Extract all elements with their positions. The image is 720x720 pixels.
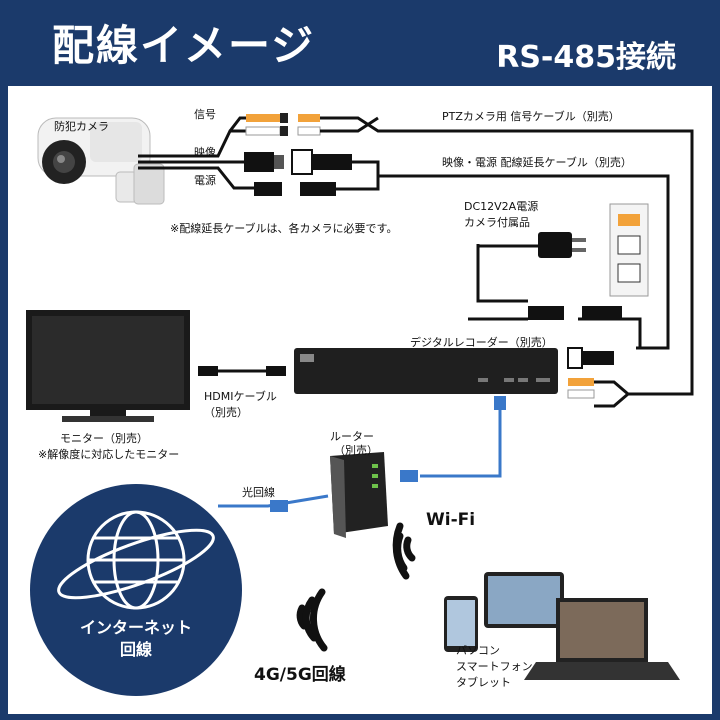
video-label: 映像 [194,146,216,159]
internet-globe [30,484,242,696]
hdmi-label-2: （別売） [204,406,248,419]
ptz-cable-label: PTZカメラ用 信号ケーブル（別売） [442,110,620,123]
lan-plug-icon [400,470,418,482]
adapter-label-2: カメラ付属品 [464,216,530,229]
video-bnc-icon [244,149,352,175]
devices-label-1: パソコン [456,644,500,657]
lan-plug-icon [494,396,506,410]
signal-connector-icon [245,113,288,136]
recorder-label: デジタルレコーダー（別売） [410,336,553,349]
monitor-label-1: モニター（別売） [60,432,148,445]
page-subtitle: RS-485接続 [496,40,676,75]
camera-label: 防犯カメラ [54,120,109,133]
devices-label-2: スマートフォン [456,660,533,673]
monitor-label-2: ※解像度に対応したモニター [38,448,180,461]
mobile-label: 4G/5G回線 [254,665,346,685]
lan-cables [218,404,502,508]
mobile-signal-icon [296,588,328,652]
page-title: 配線イメージ [52,21,316,70]
internet-label-2: 回線 [119,640,152,659]
video-power-cable-label: 映像・電源 配線延長ケーブル（別売） [442,156,632,169]
signal-label: 信号 [194,108,216,121]
adapter-label-1: DC12V2A電源 [464,200,539,213]
recorder-device-icon [294,348,558,394]
wifi-icon [392,522,416,580]
diagram-panel: 防犯カメラ 信号 映像 電源 PTZカメラ用 信号ケーブル（別売） 映像・電源 … [8,86,712,714]
power-plug-icon [254,182,336,196]
devices-icon [444,572,680,680]
wiring-diagram [26,113,694,696]
hdmi-label-1: HDMIケーブル [204,390,277,403]
router-label-1: ルーター [330,430,374,443]
signal-plug-icon [297,114,321,136]
wifi-label: Wi-Fi [426,510,476,530]
router-label-2: （別売） [334,444,378,457]
internet-label-1: インターネット [79,618,192,637]
fiber-label: 光回線 [242,486,275,499]
dc-adapter-icon [476,232,622,320]
fiber-plug-icon [270,500,288,512]
extension-note: ※配線延長ケーブルは、各カメラに必要です。 [170,222,398,235]
power-label: 電源 [194,174,216,187]
security-camera-icon [37,117,165,205]
devices-label-3: タブレット [456,676,511,689]
monitor-icon [26,310,190,422]
wall-outlet-icon [609,203,649,297]
recorder-connectors [567,347,631,408]
router-icon [330,452,388,538]
long-cables [320,116,694,396]
hdmi-cable-icon [198,366,286,376]
